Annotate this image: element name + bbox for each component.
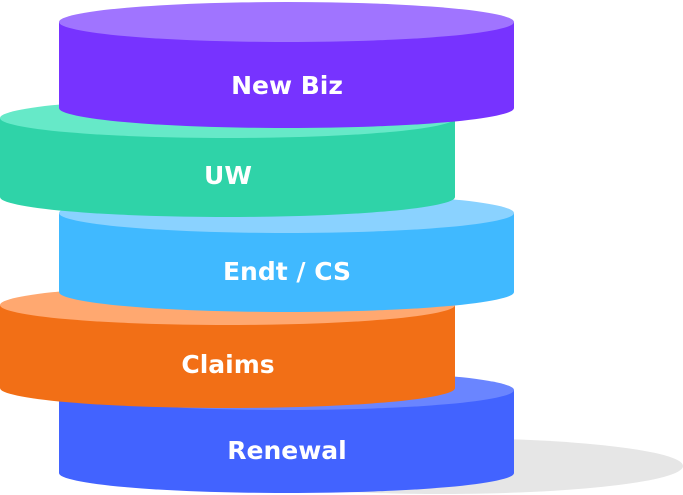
layer-endt-cs-label: Endt / CS: [223, 257, 351, 286]
layer-claims-label: Claims: [181, 350, 274, 379]
layer-new-biz-body: [59, 22, 514, 128]
layer-endt-cs-body: [59, 213, 514, 312]
layer-new-biz-label: New Biz: [231, 71, 343, 100]
layer-uw-body: [0, 118, 455, 217]
layer-claims-body: [0, 305, 455, 408]
layer-uw-label: UW: [204, 161, 252, 190]
layer-new-biz: New Biz: [59, 2, 514, 128]
layer-new-biz-top: [59, 2, 514, 42]
layer-renewal-body: [59, 390, 514, 493]
layer-renewal-label: Renewal: [227, 436, 347, 465]
